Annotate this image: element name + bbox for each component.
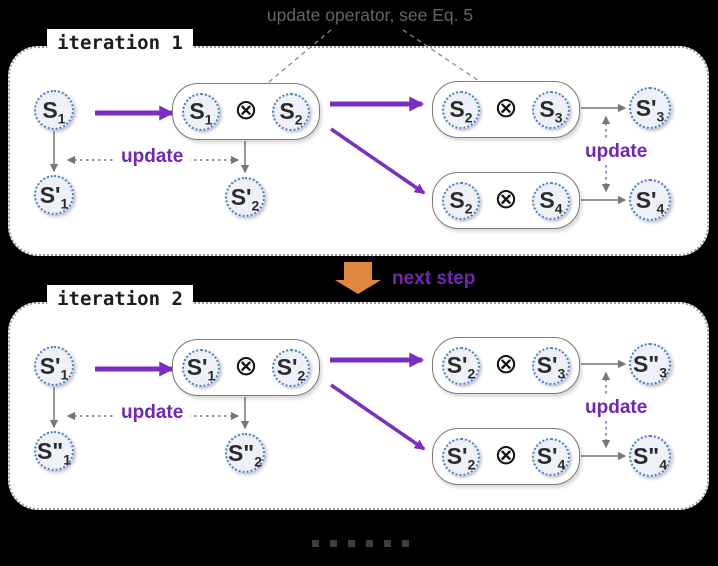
it1-mid-operator-box: S1 ⊗ S2 <box>172 83 320 140</box>
it2-bottom-right-operator-box: S'2 ⊗ S'4 <box>432 428 580 485</box>
otimes-operator-icon: ⊗ <box>494 348 518 379</box>
it2-rt-result-node: S"3 <box>629 343 671 385</box>
update-operator-annotation: update operator, see Eq. 5 <box>266 5 474 25</box>
ellipsis-dot <box>402 540 409 547</box>
otimes-operator-icon: ⊗ <box>494 92 518 123</box>
it1-mid-left-node: S1 <box>182 92 220 131</box>
it1-rt-left-node: S2 <box>442 90 480 129</box>
otimes-operator-icon: ⊗ <box>494 439 518 470</box>
it1-update-label-left: update <box>114 146 191 168</box>
it1-mid-right-node: S2 <box>272 92 310 131</box>
it1-rb-right-node: S4 <box>532 181 570 220</box>
it2-mid-result-node: S"2 <box>225 433 265 473</box>
it1-src-result-node: S'1 <box>34 175 74 215</box>
iteration-1-tab-label: iteration 1 <box>47 29 193 56</box>
it1-update-label-right: update <box>578 141 655 163</box>
it1-top-right-operator-box: S2 ⊗ S3 <box>432 81 580 138</box>
it2-rb-right-node: S'4 <box>532 437 570 476</box>
ellipsis-dot <box>366 540 373 547</box>
next-step-label: next step <box>392 268 476 289</box>
it1-rt-right-node: S3 <box>532 90 570 129</box>
it1-mid-result-node: S'2 <box>225 177 265 217</box>
it1-bottom-right-operator-box: S2 ⊗ S4 <box>432 172 580 229</box>
ellipsis-dot <box>384 540 391 547</box>
otimes-operator-icon: ⊗ <box>494 183 518 214</box>
it2-mid-operator-box: S'1 ⊗ S'2 <box>172 339 320 396</box>
it1-rb-left-node: S2 <box>442 181 480 220</box>
it1-rt-result-node: S'3 <box>629 87 671 129</box>
it2-top-right-operator-box: S'2 ⊗ S'3 <box>432 337 580 394</box>
it2-src-result-node: S"1 <box>34 431 74 471</box>
otimes-operator-icon: ⊗ <box>234 94 258 125</box>
it2-rt-left-node: S'2 <box>442 346 480 385</box>
it2-update-label-right: update <box>578 397 655 419</box>
ellipsis-dot <box>330 540 337 547</box>
it2-rt-right-node: S'3 <box>532 346 570 385</box>
continuation-ellipsis <box>312 540 409 547</box>
it1-src-node: S1 <box>34 90 74 130</box>
otimes-operator-icon: ⊗ <box>234 350 258 381</box>
iteration-2-tab-label: iteration 2 <box>47 285 193 312</box>
it2-rb-left-node: S'2 <box>442 437 480 476</box>
next-step-arrow-icon <box>335 262 381 294</box>
ellipsis-dot <box>348 540 355 547</box>
it2-mid-right-node: S'2 <box>272 348 310 387</box>
it2-mid-left-node: S'1 <box>182 348 220 387</box>
it2-rb-result-node: S"4 <box>629 435 671 477</box>
ellipsis-dot <box>312 540 319 547</box>
it2-update-label-left: update <box>114 402 191 424</box>
it2-src-node: S'1 <box>34 346 74 386</box>
it1-rb-result-node: S'4 <box>629 179 671 221</box>
